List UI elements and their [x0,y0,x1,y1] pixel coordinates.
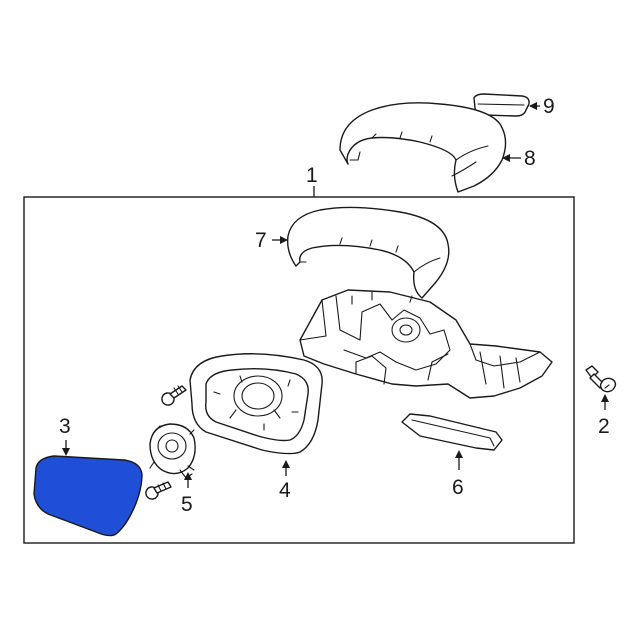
callout-3-arrow [62,440,70,456]
callout-2[interactable]: 2 [598,415,610,438]
mirror-housing-body[interactable] [299,289,553,399]
part-5-actuator[interactable] [149,423,196,479]
callout-2-arrow [601,394,609,410]
callout-6-arrow [455,450,463,470]
part-6-bracket[interactable] [401,413,503,451]
callout-6[interactable]: 6 [452,476,464,499]
screw-upper[interactable] [161,385,187,406]
callout-8[interactable]: 8 [524,147,536,170]
callout-4[interactable]: 4 [279,479,291,502]
callout-8-arrow [502,154,521,162]
screw-lower[interactable] [145,481,172,500]
part-4-frame[interactable] [189,353,323,455]
callout-9[interactable]: 9 [543,95,555,118]
part-8-outer-cover[interactable] [339,102,507,193]
assembly-frame [23,196,575,544]
callout-7[interactable]: 7 [255,229,267,252]
callout-3[interactable]: 3 [59,415,71,438]
callout-5[interactable]: 5 [181,493,193,516]
callout-4-arrow [282,460,290,476]
callout-7-arrow [272,236,288,244]
callout-1[interactable]: 1 [306,164,318,187]
part-7-inner-cover[interactable] [286,206,450,299]
part-2-bolt[interactable] [585,365,617,393]
part-3-mirror-glass[interactable] [33,455,143,537]
part-9-cap[interactable] [473,93,530,117]
callout-5-arrow [184,472,192,488]
callout-9-arrow [529,102,540,110]
